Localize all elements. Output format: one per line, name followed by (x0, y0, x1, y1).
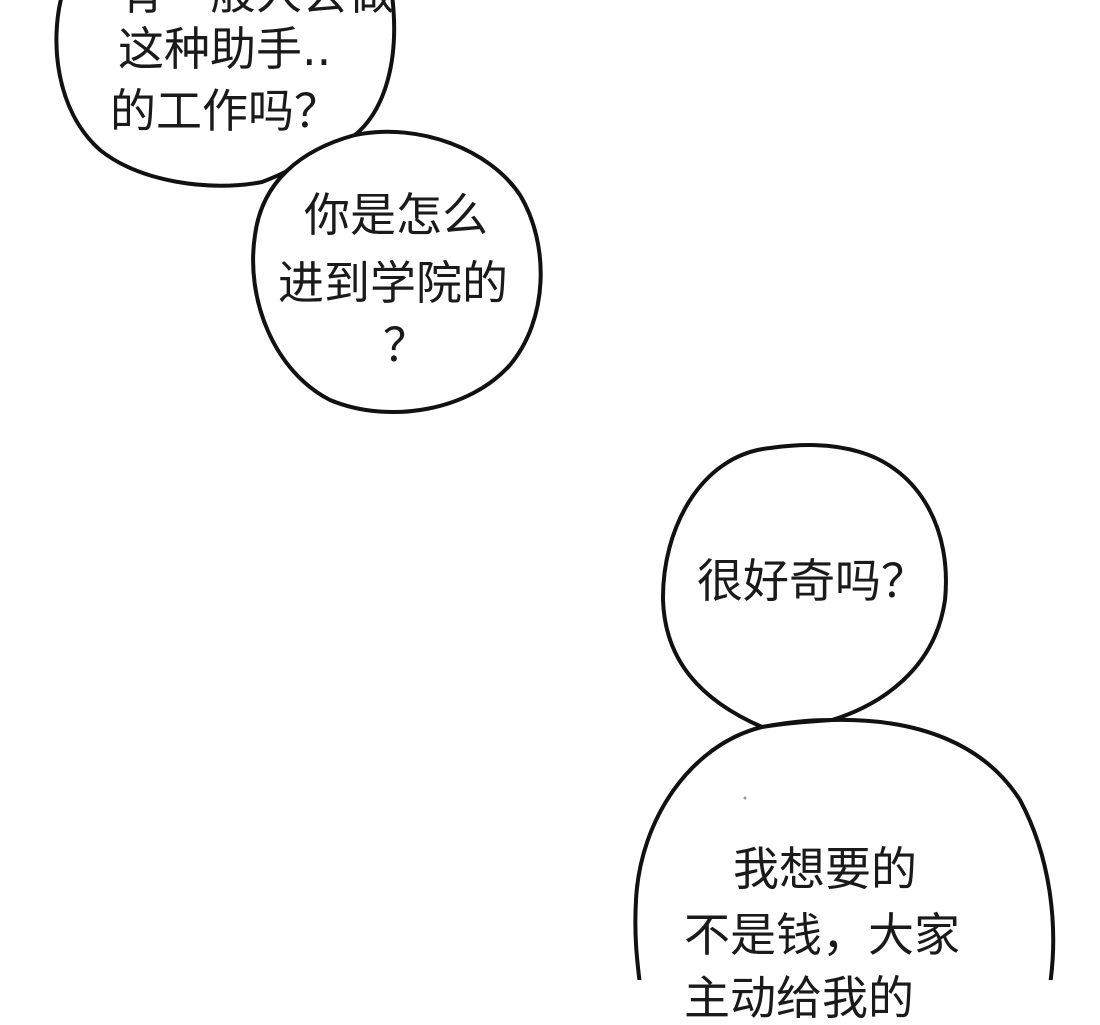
speech-bubbles-outline (54, 0, 1056, 980)
speech-bubble-2 (251, 129, 543, 415)
stray-dot (743, 796, 747, 800)
bubble-2-line-2: 进到学院的 (278, 256, 508, 310)
bubble-1-line-3: 的工作吗？ (110, 84, 340, 138)
bubble-4-line-1: 我想要的 (733, 842, 917, 896)
bubble-4-line-2: 不是钱，大家 (684, 908, 960, 962)
bubble-4-line-3: 主动给我的 (684, 971, 914, 1025)
bubble-2-line-1: 你是怎么 (304, 188, 488, 242)
speech-bubble-4 (633, 717, 1056, 980)
bubble-1-line-1: 有一般人会做 (118, 0, 394, 16)
bubble-3-line-1: 很好奇吗？ (697, 554, 927, 608)
bubble-2-line-3: ？ (383, 318, 429, 372)
bubble-1-line-2: 这种助手.. (118, 22, 332, 76)
comic-panel: 有一般人会做 这种助手.. 的工作吗？ 你是怎么 进到学院的 ？ 很好奇吗？ 我… (54, 0, 1056, 1021)
speech-bubble-1 (54, 0, 397, 188)
